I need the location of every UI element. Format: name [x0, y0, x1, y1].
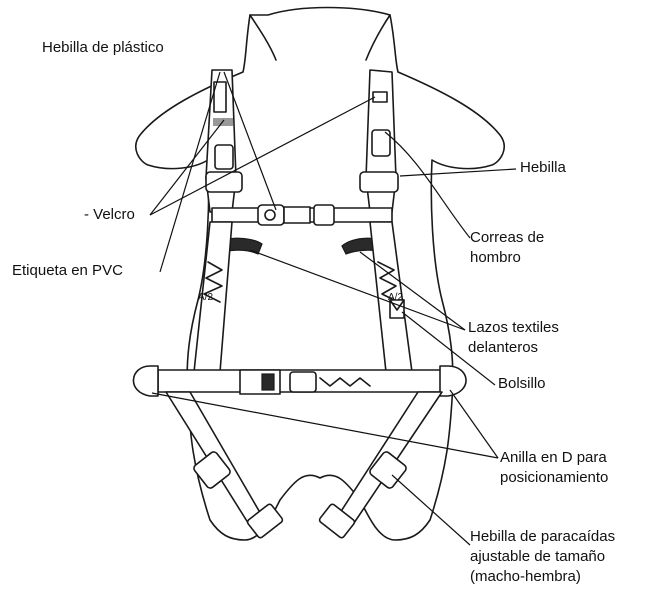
right-d-ring [440, 366, 466, 396]
belt-buckle-tongue [262, 374, 274, 390]
label-d-ring-line2: posicionamiento [500, 468, 608, 487]
neck-line [250, 15, 390, 60]
torso-outline [136, 8, 504, 541]
right-shoulder-adjuster [360, 172, 398, 192]
label-parachute-buckle-line1: Hebilla de paracaídas [470, 527, 615, 546]
label-shoulder-straps-line1: Correas de [470, 228, 544, 247]
left-strap-mark: A/2 [198, 292, 213, 303]
label-d-ring-line1: Anilla en D para [500, 448, 607, 467]
belt-buckle-male [290, 372, 316, 392]
label-parachute-buckle-line2: ajustable de tamaño [470, 547, 605, 566]
chest-buckle-link [284, 207, 310, 223]
label-front-loops-line2: delanteros [468, 338, 538, 357]
left-shoulder-adjuster [206, 172, 242, 192]
right-tag [373, 92, 387, 102]
label-buckle: Hebilla [520, 158, 566, 177]
left-shoulder-buckle [215, 145, 233, 169]
label-shoulder-straps-line2: hombro [470, 248, 521, 267]
label-pocket: Bolsillo [498, 374, 546, 393]
label-plastic-buckle: Hebilla de plástico [42, 38, 164, 57]
right-strap-mark: A/2 [388, 292, 403, 303]
chest-buckle-knob [265, 210, 275, 220]
label-parachute-buckle-line3: (macho-hembra) [470, 567, 581, 586]
label-front-loops-line1: Lazos textiles [468, 318, 559, 337]
label-pvc-tag: Etiqueta en PVC [12, 261, 123, 280]
label-velcro: - Velcro [84, 205, 135, 224]
chest-buckle-male [314, 205, 334, 225]
left-d-ring [133, 366, 158, 396]
